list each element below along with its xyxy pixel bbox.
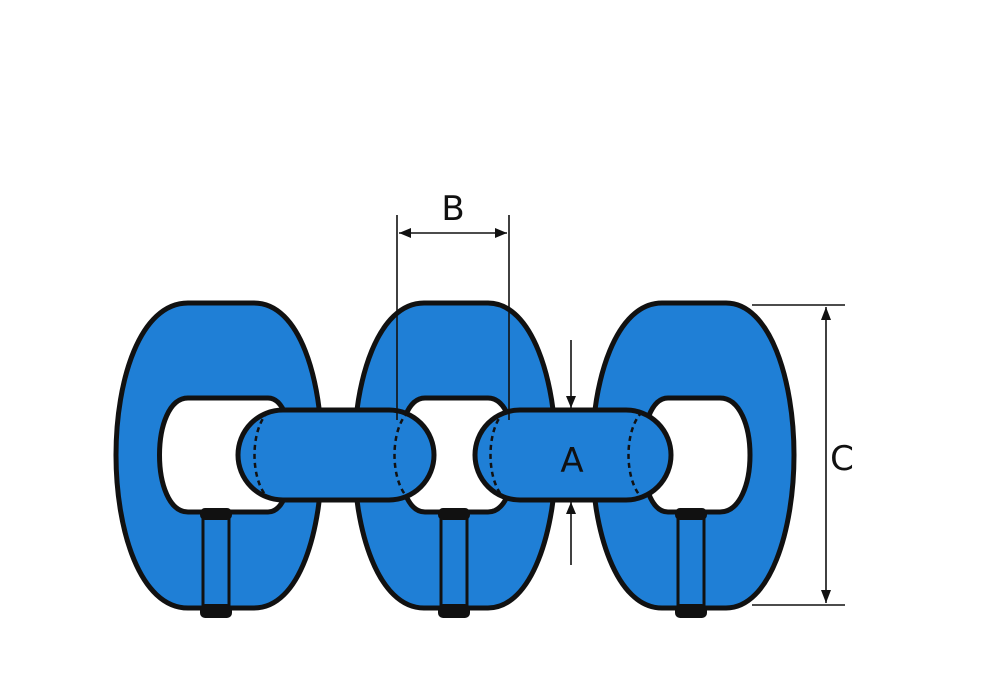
chain-link-left (113, 300, 325, 618)
dimension-c-arrow-top (821, 307, 831, 320)
dimension-a-label: A (560, 441, 583, 481)
dimension-b-label: B (441, 189, 464, 229)
chain-link-right (589, 300, 797, 618)
dimension-c-arrow-bottom (821, 590, 831, 603)
weld-knob-left (200, 604, 232, 618)
weld-mark-right (676, 510, 706, 609)
chain-link-side-2 (472, 407, 674, 503)
hidden-edge-2a (489, 411, 505, 499)
dimension-a-arrow-bottom (566, 502, 576, 514)
chain-link-side-1 (235, 407, 437, 503)
hidden-edge-1b (393, 411, 409, 499)
weld-mark-left (201, 510, 231, 609)
dimension-b: B (396, 189, 510, 420)
hidden-edge-1a (253, 411, 269, 499)
dimension-c-label: C (830, 439, 854, 479)
weld-knob-right (675, 604, 707, 618)
dimension-a-arrow-top (566, 396, 576, 408)
weld-knob-middle (438, 604, 470, 618)
hidden-edge-2b (627, 411, 643, 499)
weld-knob-middle-top (438, 508, 470, 520)
dimension-b-arrow-left (399, 228, 411, 238)
dimension-c: C (752, 304, 854, 606)
weld-knob-left-top (200, 508, 232, 520)
weld-knob-right-top (675, 508, 707, 520)
weld-mark-middle (439, 510, 469, 609)
dimension-b-arrow-right (495, 228, 507, 238)
dimension-a: A (560, 340, 584, 565)
